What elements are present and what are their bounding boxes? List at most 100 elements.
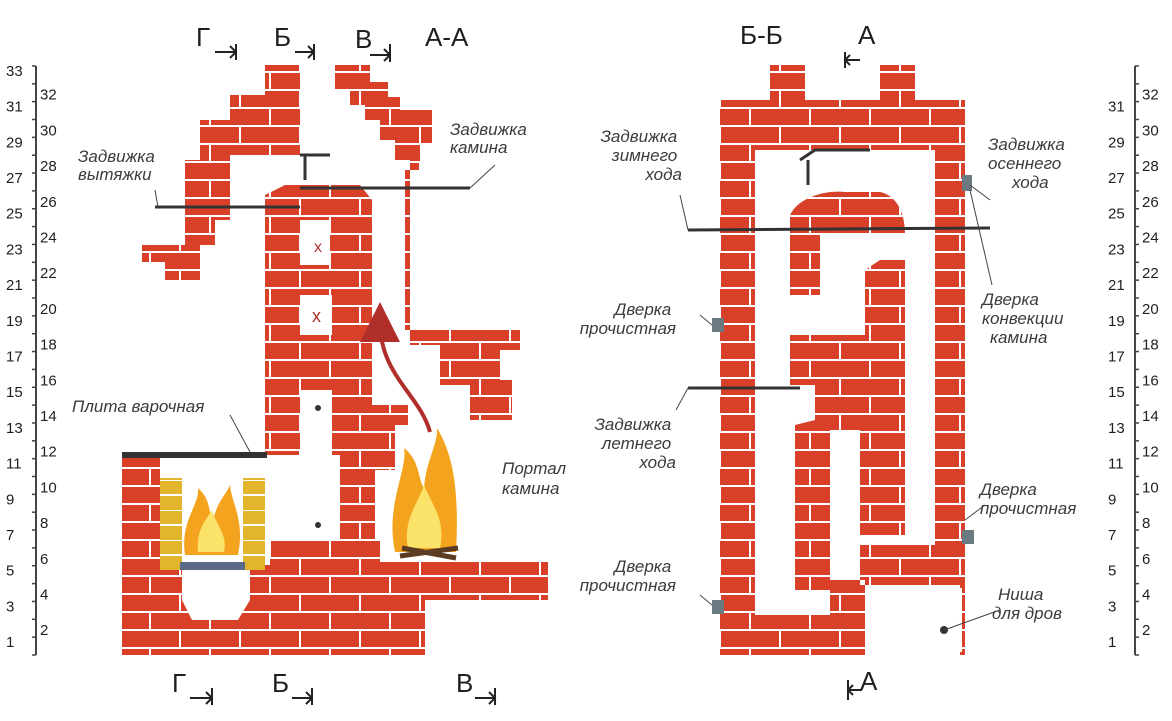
scale-row-number: 6 bbox=[40, 551, 48, 568]
cleaning-door-3-label: Дверка прочистная bbox=[978, 480, 1076, 518]
cut-b-top-arrow bbox=[295, 44, 316, 60]
scale-row-number: 17 bbox=[1108, 348, 1125, 365]
section-aa-title: А-А bbox=[425, 22, 469, 52]
fireplace-overhang-brickwork bbox=[340, 405, 408, 545]
scale-row-number: 32 bbox=[40, 87, 57, 104]
cut-a-top-arrow bbox=[843, 52, 860, 68]
scale-row-number: 27 bbox=[6, 170, 23, 187]
smoke-channel-upper bbox=[300, 220, 330, 265]
cut-a-top: А bbox=[858, 20, 876, 50]
scale-row-number: 27 bbox=[1108, 170, 1125, 187]
scale-row-number: 16 bbox=[40, 372, 57, 389]
scale-row-number: 28 bbox=[40, 158, 57, 175]
cut-a-bottom-arrow bbox=[846, 680, 862, 700]
scale-row-number: 5 bbox=[1108, 563, 1116, 580]
cleaning-door-mark-upper bbox=[315, 405, 321, 411]
scale-row-number: 9 bbox=[1108, 491, 1116, 508]
bb-inner-right-column bbox=[790, 260, 905, 590]
winter-damper-label: Задвижка зимнего хода bbox=[600, 127, 682, 184]
scale-row-number: 8 bbox=[1142, 515, 1150, 532]
scale-row-number: 11 bbox=[6, 456, 22, 473]
wood-niche-label: Ниша для дров bbox=[992, 585, 1062, 623]
scale-row-number: 13 bbox=[6, 420, 23, 437]
cleaning-door-1-leader bbox=[699, 314, 713, 326]
scale-row-number: 9 bbox=[6, 491, 14, 508]
grate bbox=[180, 562, 245, 570]
cleaning-door-1-label: Дверка прочистная bbox=[580, 300, 676, 338]
exhaust-damper-label: Задвижка вытяжки bbox=[78, 147, 160, 184]
scale-row-number: 8 bbox=[40, 515, 48, 532]
bb-inner-lower-block bbox=[790, 335, 865, 385]
scale-row-number: 10 bbox=[1142, 479, 1159, 496]
wood-niche bbox=[866, 588, 962, 652]
winter-damper-rod bbox=[687, 226, 991, 232]
scale-row-number: 3 bbox=[1108, 598, 1116, 615]
autumn-damper-leader bbox=[969, 184, 991, 201]
scale-row-number: 23 bbox=[6, 241, 23, 258]
scale-row-number: 26 bbox=[1142, 194, 1159, 211]
scale-row-number: 4 bbox=[40, 587, 48, 604]
wood-niche-leader bbox=[943, 609, 1001, 631]
callout-labels: Задвижка вытяжки Задвижка камина Плита в… bbox=[72, 120, 1076, 623]
chamber-lining-right bbox=[243, 478, 265, 570]
scale-row-number: 28 bbox=[1142, 158, 1159, 175]
scale-row-number: 23 bbox=[1108, 241, 1125, 258]
convection-door-label: Дверка конвекции камина bbox=[980, 290, 1068, 347]
scale-row-number: 15 bbox=[1108, 384, 1125, 401]
scale-row-number: 25 bbox=[1108, 206, 1125, 223]
bb-inner-arch bbox=[790, 191, 905, 235]
right-scale-ticks bbox=[1135, 65, 1139, 656]
scale-row-number: 18 bbox=[40, 337, 57, 354]
scale-row-number: 19 bbox=[6, 313, 23, 330]
section-aa: x x bbox=[122, 65, 548, 655]
scale-row-number: 1 bbox=[6, 634, 14, 651]
cut-g-top: Г bbox=[196, 22, 210, 52]
fireplace-chimney-brickwork bbox=[335, 65, 520, 420]
scale-row-number: 12 bbox=[40, 444, 57, 461]
scale-row-number: 11 bbox=[1108, 456, 1124, 473]
scale-row-number: 21 bbox=[1108, 277, 1125, 294]
cut-g-bottom: Г bbox=[172, 668, 186, 698]
section-bb bbox=[675, 65, 1001, 655]
scale-row-number: 26 bbox=[40, 194, 57, 211]
scale-row-number: 20 bbox=[1142, 301, 1159, 318]
scale-row-number: 32 bbox=[1142, 87, 1159, 104]
scale-row-number: 30 bbox=[1142, 122, 1159, 139]
cooking-plate-label: Плита варочная bbox=[72, 397, 204, 416]
chamber-lining-left bbox=[160, 478, 182, 570]
left-scale-ticks bbox=[32, 65, 36, 656]
scale-row-number: 31 bbox=[6, 99, 23, 116]
scale-row-number: 1 bbox=[1108, 634, 1116, 651]
firebox-flame-inner bbox=[197, 510, 225, 552]
fireplace-damper-leader bbox=[469, 164, 496, 189]
scale-row-number: 3 bbox=[6, 598, 14, 615]
scale-row-number: 12 bbox=[1142, 444, 1159, 461]
fireplace-damper-label: Задвижка камина bbox=[450, 120, 532, 157]
fireplace-portal-label: Портал камина bbox=[502, 459, 571, 498]
scale-row-number: 24 bbox=[40, 230, 57, 247]
scale-row-number: 4 bbox=[1142, 587, 1150, 604]
scale-row-number: 14 bbox=[40, 408, 57, 425]
firewood-logs-icon bbox=[399, 545, 459, 561]
scale-row-number: 25 bbox=[6, 206, 23, 223]
scale-row-number: 22 bbox=[40, 265, 57, 282]
scale-row-number: 14 bbox=[1142, 408, 1159, 425]
scale-row-number: 17 bbox=[6, 348, 23, 365]
cut-g-bottom-arrow bbox=[190, 688, 214, 705]
scale-row-number: 20 bbox=[40, 301, 57, 318]
damper-mark-middle: x bbox=[312, 306, 321, 326]
cut-v-top: В bbox=[355, 24, 372, 54]
cleaning-door-bb-1 bbox=[712, 318, 724, 332]
exhaust-damper-leader bbox=[154, 189, 159, 208]
cleaning-door-bb-2 bbox=[962, 530, 974, 544]
cut-v-top-arrow bbox=[370, 44, 392, 62]
winter-damper-leader bbox=[679, 194, 689, 231]
section-cut-markers: Г Б В А-А Б-Б А Г Б В А bbox=[172, 20, 878, 705]
scale-row-number: 19 bbox=[1108, 313, 1125, 330]
exhaust-hood-brickwork bbox=[142, 65, 300, 280]
heat-flow-arrow bbox=[360, 302, 432, 433]
upper-metal-plate bbox=[300, 153, 330, 180]
